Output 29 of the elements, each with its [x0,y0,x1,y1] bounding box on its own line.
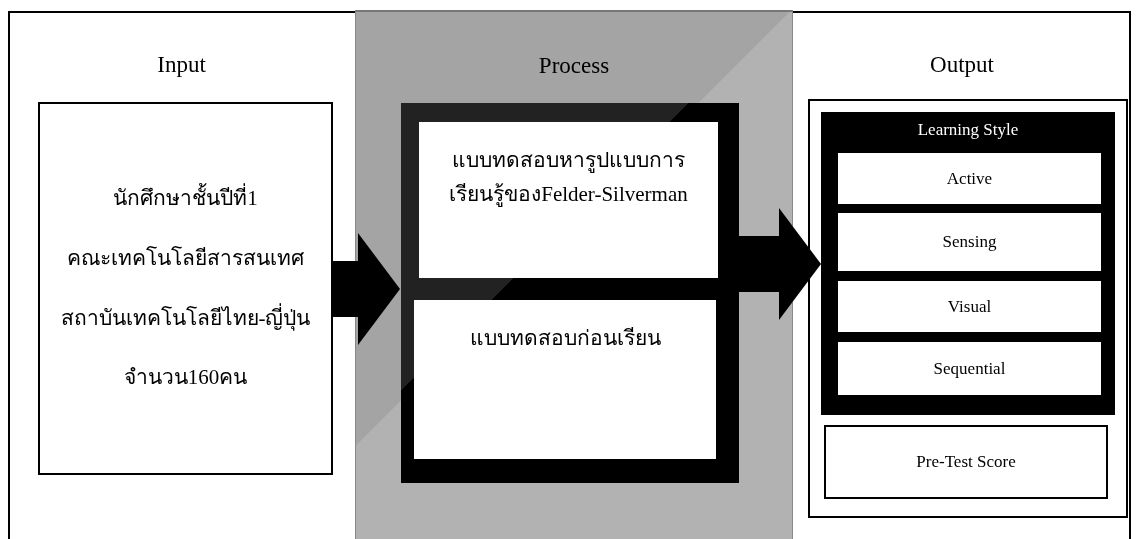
block-arrow [738,208,821,320]
style-box [838,153,1101,204]
score-box [824,425,1108,499]
box-text: Pre-Test Score [916,451,1016,474]
panel-heading: Input [157,51,206,79]
process-frame [401,103,739,483]
box-text: Sequential [933,357,1006,380]
box-text: Active [946,167,993,190]
style-box [838,281,1101,332]
process-box [414,300,716,459]
block-arrow [333,233,400,345]
panel-heading: Process [538,52,610,80]
process-box [419,122,718,278]
learning-style-box [821,112,1115,415]
body-text: สถาบันเทคโนโลยีไทย-ญี่ปุ่น [59,302,312,333]
process-panel [355,10,793,539]
body-text: นักศึกษาชั้นปีที่1 [50,182,321,216]
box-text: Visual [947,295,992,318]
body-text: คณะเทคโนโลยีสารสนเทศ [66,244,305,272]
output-box [808,99,1128,518]
box-text: Sensing [942,231,997,254]
box-text: แบบทดสอบก่อนเรียน [468,325,662,352]
input-box [38,102,333,475]
style-box [838,342,1101,395]
panel-heading: Output [930,51,994,79]
body-text: จำนวน160คน [122,364,249,392]
group-heading: Learning Style [917,120,1019,140]
box-text: แบบทดสอบหารูปแบบการเรียนรู้ของFelder-Silverman [448,147,689,209]
style-box [838,213,1101,271]
